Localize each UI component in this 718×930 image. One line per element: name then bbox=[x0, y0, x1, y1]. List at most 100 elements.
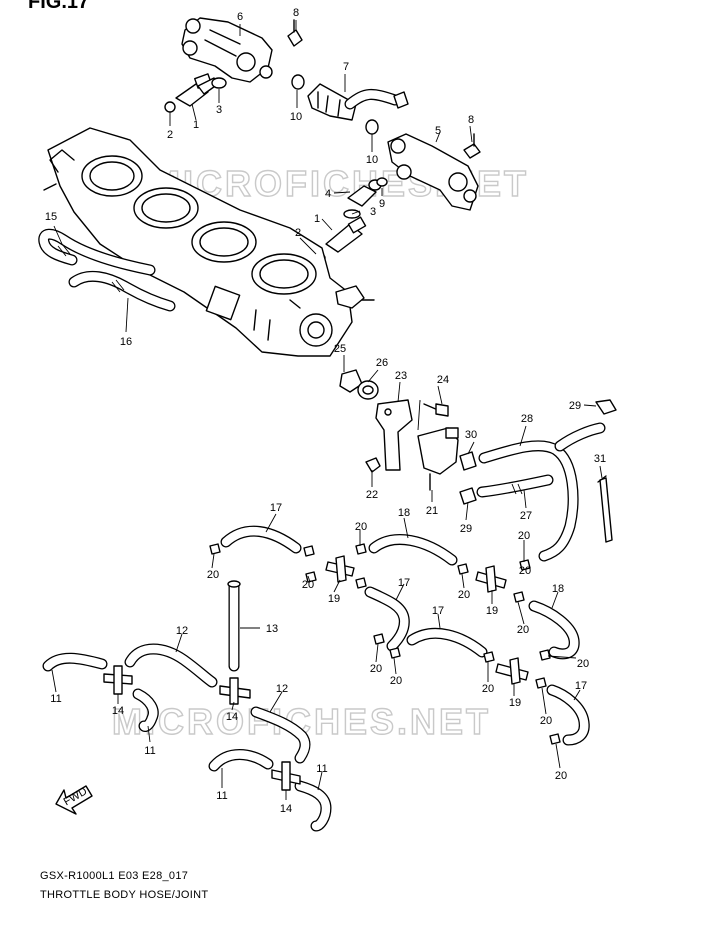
callout-24: 24 bbox=[437, 374, 449, 386]
callout-20: 20 bbox=[482, 683, 494, 695]
callout-29: 29 bbox=[569, 400, 581, 412]
callout-1: 1 bbox=[193, 119, 199, 131]
hose-11-b bbox=[132, 688, 159, 732]
oring-9 bbox=[376, 177, 388, 187]
nut-22 bbox=[365, 457, 381, 473]
hose-17-mid-left bbox=[364, 586, 410, 652]
callout-20: 20 bbox=[577, 658, 589, 670]
callout-20: 20 bbox=[517, 624, 529, 636]
tee-joint-14-c bbox=[271, 761, 301, 791]
callout-22: 22 bbox=[366, 489, 378, 501]
hose-28 bbox=[478, 422, 606, 562]
callout-16: 16 bbox=[120, 336, 132, 348]
damper-26 bbox=[357, 380, 379, 400]
hose-18-right bbox=[528, 600, 580, 660]
callout-14: 14 bbox=[112, 705, 124, 717]
hose-17-lower-right bbox=[546, 684, 590, 746]
callout-30: 30 bbox=[465, 429, 477, 441]
hose-11-a bbox=[42, 652, 108, 672]
callout-20: 20 bbox=[458, 589, 470, 601]
joint-19-b bbox=[475, 565, 507, 593]
bolt-24 bbox=[423, 403, 449, 417]
hose-11-c bbox=[208, 749, 274, 772]
callout-26: 26 bbox=[376, 357, 388, 369]
hose-27 bbox=[476, 474, 554, 498]
upper-rail-bolt bbox=[287, 19, 303, 47]
upper-injector-seal-3 bbox=[211, 77, 227, 89]
clip-20-set bbox=[209, 543, 561, 745]
callout-31: 31 bbox=[594, 453, 606, 465]
callout-13: 13 bbox=[266, 623, 278, 635]
callout-28: 28 bbox=[521, 413, 533, 425]
callout-20: 20 bbox=[540, 715, 552, 727]
clamp-29-lower bbox=[459, 487, 477, 505]
solenoid-valve-21 bbox=[417, 427, 459, 491]
lower-fuel-rail bbox=[387, 133, 479, 211]
clamp-30 bbox=[459, 451, 477, 471]
strap-31 bbox=[597, 475, 613, 543]
callout-1: 1 bbox=[314, 213, 320, 225]
callout-27: 27 bbox=[520, 510, 532, 522]
callout-17: 17 bbox=[270, 502, 282, 514]
callout-10: 10 bbox=[290, 111, 302, 123]
throttle-body-hose-16 bbox=[68, 270, 176, 312]
callout-18: 18 bbox=[552, 583, 564, 595]
throttle-body-assembly bbox=[43, 127, 375, 357]
oring-10-a bbox=[291, 74, 305, 90]
callout-19: 19 bbox=[486, 605, 498, 617]
hose-17-mid bbox=[406, 627, 488, 658]
callout-6: 6 bbox=[237, 11, 243, 23]
model-code: GSX-R1000L1 E03 E28_017 bbox=[40, 870, 189, 882]
oring-10-b bbox=[365, 119, 379, 135]
callout-2: 2 bbox=[295, 227, 301, 239]
callout-3: 3 bbox=[370, 206, 376, 218]
diagram-title: THROTTLE BODY HOSE/JOINT bbox=[40, 889, 209, 901]
joint-19-a bbox=[325, 555, 355, 583]
fuel-connector-pipe bbox=[307, 83, 409, 121]
callout-17: 17 bbox=[432, 605, 444, 617]
callout-11: 11 bbox=[144, 745, 155, 757]
callout-21: 21 bbox=[426, 505, 438, 517]
upper-injector bbox=[175, 73, 219, 107]
clip-29-upper bbox=[595, 399, 617, 415]
hose-11-d bbox=[294, 780, 332, 832]
callout-labels: 6 8 7 2 1 3 10 10 8 5 4 9 3 1 2 15 16 25… bbox=[45, 7, 606, 815]
callout-14: 14 bbox=[226, 711, 238, 723]
joint-19-c bbox=[495, 657, 529, 685]
callout-19: 19 bbox=[328, 593, 340, 605]
callout-11: 11 bbox=[316, 763, 327, 775]
hose-12-upper bbox=[124, 643, 218, 688]
callout-20: 20 bbox=[518, 530, 530, 542]
callout-8: 8 bbox=[293, 7, 299, 19]
fwd-direction-arrow: FWD bbox=[55, 785, 93, 815]
callout-7: 7 bbox=[343, 61, 349, 73]
leader-lines bbox=[51, 20, 603, 800]
grommet-25 bbox=[339, 369, 363, 393]
callout-14: 14 bbox=[280, 803, 292, 815]
callout-20: 20 bbox=[207, 569, 219, 581]
hose-18-upper bbox=[368, 534, 458, 566]
callout-12: 12 bbox=[276, 683, 288, 695]
callout-20: 20 bbox=[519, 565, 531, 577]
hose-13-straight bbox=[227, 580, 241, 672]
hose-17-upper bbox=[220, 525, 302, 554]
lower-rail-bolt bbox=[463, 133, 481, 159]
tee-joint-14-a bbox=[103, 665, 133, 695]
callout-5: 5 bbox=[435, 125, 441, 137]
callout-20: 20 bbox=[355, 521, 367, 533]
callout-9: 9 bbox=[379, 198, 385, 210]
callout-20: 20 bbox=[302, 579, 314, 591]
callout-4: 4 bbox=[325, 188, 331, 200]
callout-17: 17 bbox=[575, 680, 587, 692]
callout-20: 20 bbox=[370, 663, 382, 675]
callout-11: 11 bbox=[50, 693, 61, 705]
callout-20: 20 bbox=[390, 675, 402, 687]
callout-29: 29 bbox=[460, 523, 472, 535]
callout-19: 19 bbox=[509, 697, 521, 709]
throttle-body-hose-15 bbox=[38, 228, 156, 276]
upper-injector-seal-2 bbox=[164, 101, 176, 113]
tee-joint-14-b bbox=[219, 677, 251, 705]
hose-12-lower bbox=[250, 706, 311, 764]
callout-2: 2 bbox=[167, 129, 173, 141]
